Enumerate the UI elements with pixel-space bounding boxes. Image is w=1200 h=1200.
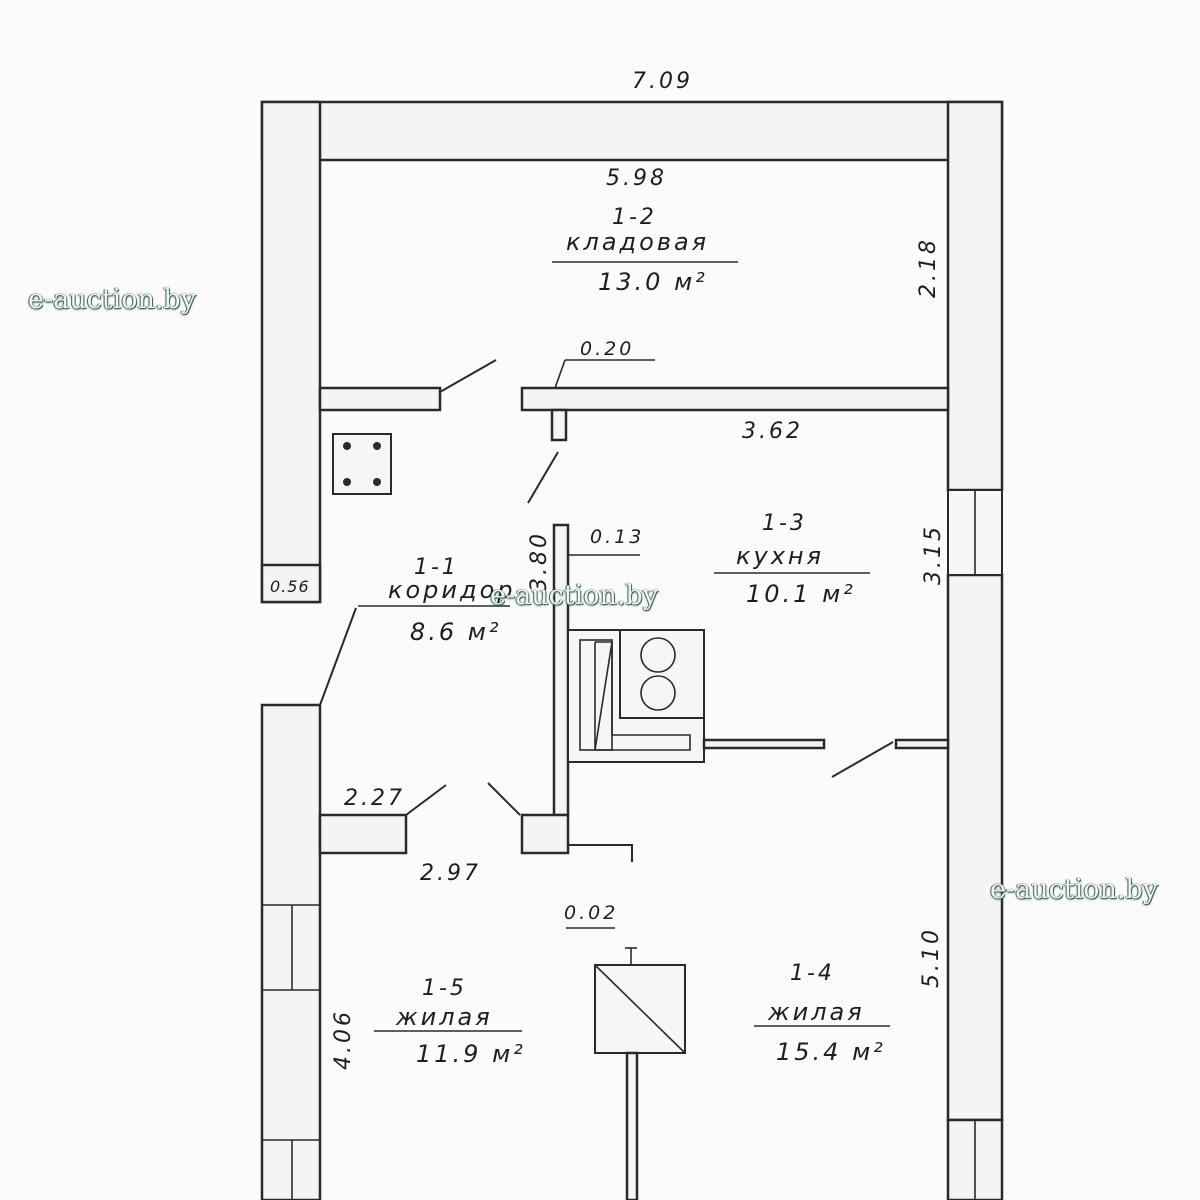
dim-left-offset: 0.56: [270, 577, 310, 596]
right-upper-wall: [946, 100, 1004, 492]
room-1-1-label: 1-1 коридор 8.6 м²: [388, 555, 516, 646]
room-id: 1-3: [762, 511, 807, 536]
ventilation-box: [332, 433, 392, 495]
dimension-labels: 7.09 5.98 2.18 0.20 3.62 3.15 3.80 0.13 …: [270, 69, 946, 1070]
room-1-5-label: 1-5 жилая 11.9 м²: [395, 976, 526, 1068]
entrance-line: [319, 607, 357, 706]
room-area: 8.6 м²: [410, 618, 502, 646]
room-id: 1-4: [790, 961, 835, 986]
right-lower-window: [948, 1119, 1002, 1200]
top-wall: [260, 100, 1004, 162]
dim-room4-depth: 5.10: [919, 927, 944, 988]
dim-kitchen-depth: 3.15: [921, 524, 946, 585]
room-area: 15.4 м²: [776, 1038, 886, 1066]
corridor-partition-left: [318, 813, 408, 855]
door-swing-corridor: [527, 451, 559, 504]
dim-bottom-offset: 0.02: [564, 902, 618, 924]
room-name: коридор: [388, 576, 516, 604]
room-name: жилая: [767, 998, 865, 1026]
kitchen-lower-partition-b: [894, 738, 950, 750]
left-lower-wall: [260, 703, 322, 1200]
room-id: 1-5: [422, 976, 467, 1001]
room-area: 11.9 м²: [416, 1040, 526, 1068]
room-1-3-label: 1-3 кухня 10.1 м²: [736, 511, 856, 608]
door-swing-storage: [439, 359, 497, 393]
door-swing-room5: [405, 784, 447, 816]
room-id: 1-2: [612, 205, 657, 230]
watermark: e-auction.by: [490, 580, 658, 611]
dim-overall-width: 7.09: [632, 69, 693, 94]
heater: [594, 947, 686, 1200]
room-name: кладовая: [566, 228, 709, 256]
dim-corridor-length: 3.80: [527, 531, 552, 592]
room-1-4-label: 1-4 жилая 15.4 м²: [767, 961, 886, 1066]
room-area: 13.0 м²: [598, 268, 708, 296]
room-name: жилая: [395, 1003, 493, 1031]
dim-partition-thickness: 0.20: [580, 338, 634, 360]
room-name: кухня: [736, 542, 824, 570]
dim-room5-width: 2.97: [420, 861, 481, 886]
left-upper-wall: [260, 100, 322, 604]
left-windows: [262, 904, 320, 1200]
dim-room5-depth: 4.06: [331, 1009, 356, 1070]
dim-corridor-width: 2.27: [344, 786, 405, 811]
storage-partition: [318, 359, 950, 412]
door-swing-kitchen: [831, 741, 894, 778]
watermark: e-auction.by: [28, 284, 196, 315]
left-notch: [260, 563, 322, 604]
dim-inner-width: 5.98: [606, 166, 667, 191]
watermark: e-auction.by: [990, 874, 1158, 905]
room-id: 1-1: [414, 555, 459, 580]
door-swing-room4: [487, 782, 521, 816]
dim-kitchen-width: 3.62: [742, 419, 803, 444]
inner-vertical-wall: [552, 523, 570, 817]
right-middle-wall: [946, 573, 1004, 1122]
wall-stub: [550, 408, 568, 442]
dim-inner-wall: 0.13: [590, 526, 644, 548]
kitchen-window: [947, 489, 1003, 576]
room-area: 10.1 м²: [746, 580, 856, 608]
dim-right-upper: 2.18: [916, 237, 941, 298]
kitchen-lower-partition-a: [702, 738, 826, 750]
room-1-2-label: 1-2 кладовая 13.0 м²: [566, 205, 709, 296]
stove: [567, 629, 705, 763]
corridor-partition-right: [520, 813, 570, 855]
